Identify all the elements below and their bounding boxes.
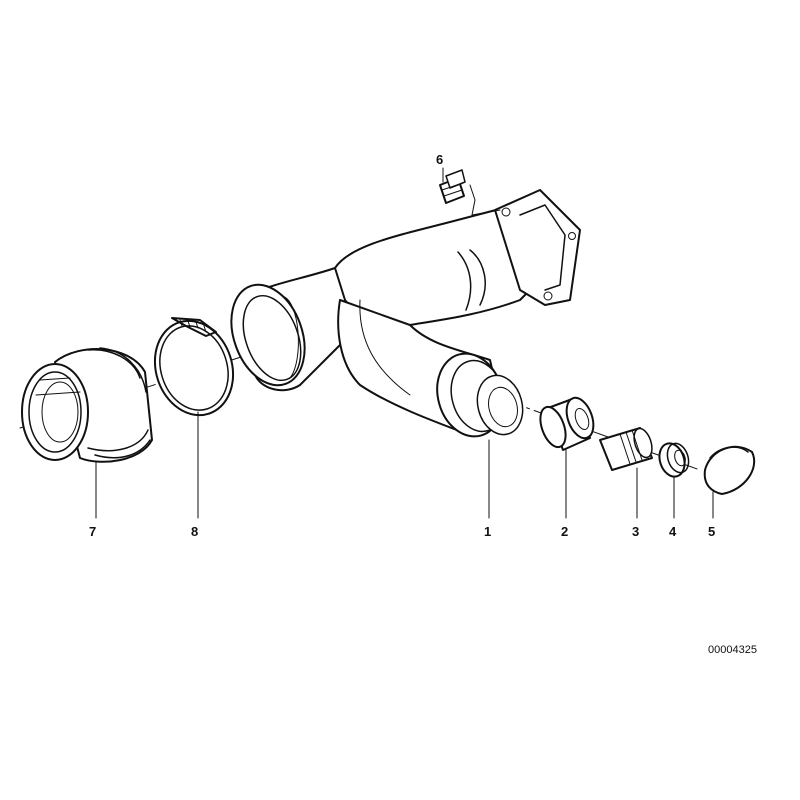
part-5-cap — [703, 445, 756, 495]
part-7-rubber-boot — [21, 347, 153, 463]
part-8-hose-clamp — [153, 317, 235, 417]
callout-4: 4 — [669, 524, 677, 539]
part-4-nut — [658, 442, 690, 478]
callout-6: 6 — [436, 152, 443, 167]
callout-1: 1 — [484, 524, 491, 539]
part-1-y-pipe — [230, 189, 581, 438]
callout-5: 5 — [708, 524, 715, 539]
diagram-id-code: 00004325 — [708, 644, 757, 656]
callout-2: 2 — [561, 524, 568, 539]
callout-8: 8 — [191, 524, 198, 539]
callout-7: 7 — [89, 524, 96, 539]
part-3-threaded-nipple — [599, 427, 653, 471]
leader-lines — [95, 167, 714, 519]
part-2-bushing — [539, 396, 595, 451]
callout-3: 3 — [632, 524, 639, 539]
part-6-screw-fitting — [439, 169, 501, 216]
